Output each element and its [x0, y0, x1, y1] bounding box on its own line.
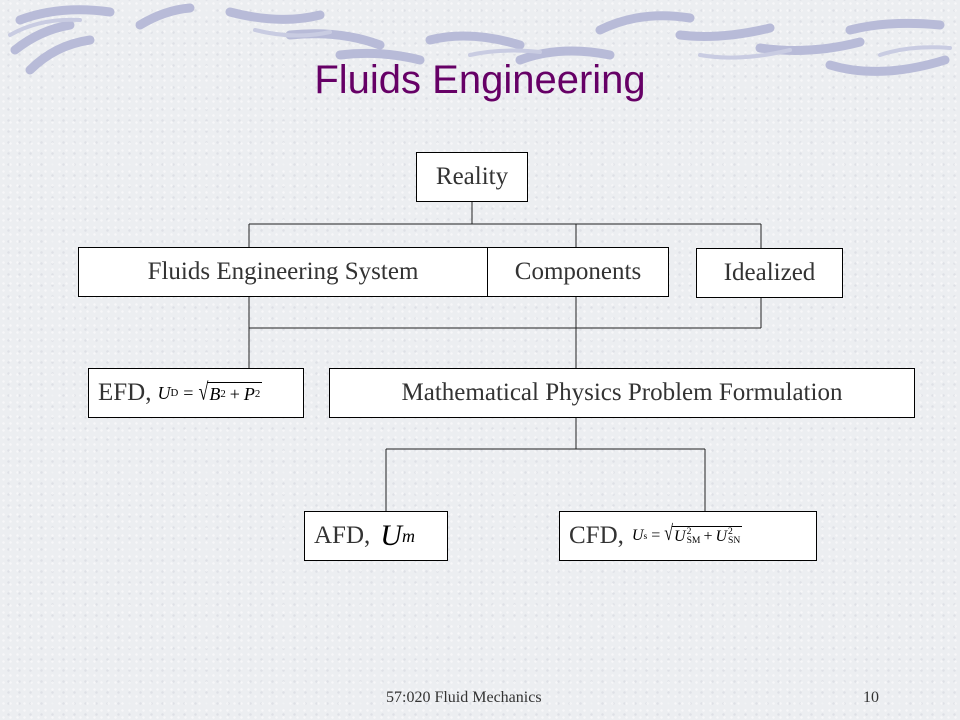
components-box: Components [487, 247, 669, 297]
math-formulation-box: Mathematical Physics Problem Formulation [329, 368, 915, 418]
components-label: Components [514, 258, 642, 285]
page-number: 10 [863, 689, 879, 706]
footer-course: 57:020 Fluid Mechanics [386, 689, 542, 706]
afd-label: AFD, [314, 522, 371, 549]
idealized-label: Idealized [723, 259, 816, 286]
cfd-label: CFD, [569, 522, 624, 549]
math-formulation-label: Mathematical Physics Problem Formulation [401, 379, 843, 406]
reality-label: Reality [435, 163, 509, 190]
fluids-engineering-system-box: Fluids Engineering System [78, 247, 488, 297]
fluids-engineering-system-label: Fluids Engineering System [147, 258, 419, 285]
idealized-box: Idealized [696, 248, 843, 298]
efd-label: EFD, [98, 379, 152, 406]
slide-title: Fluids Engineering [314, 58, 646, 102]
decorative-swooshes [8, 3, 952, 76]
reality-box: Reality [416, 152, 528, 202]
